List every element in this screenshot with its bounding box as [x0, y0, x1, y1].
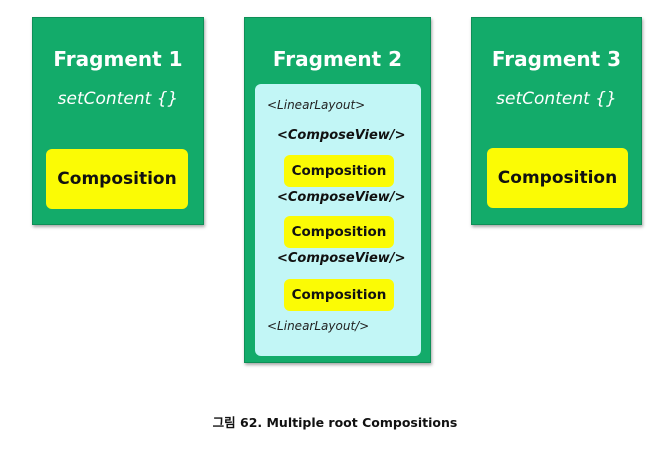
fragment-3-setcontent: setContent {} — [496, 89, 617, 109]
figure-caption: 그림 62. Multiple root Compositions — [212, 415, 458, 430]
fragment-1-box: Fragment 1 setContent {} Composition — [32, 17, 204, 225]
fragment-2-box: Fragment 2 <LinearLayout> <ComposeView/>… — [244, 17, 431, 363]
linear-layout-open-tag: <LinearLayout> — [267, 98, 366, 112]
fragment-1-setcontent: setContent {} — [57, 89, 179, 109]
fragment-3-title: Fragment 3 — [491, 47, 622, 71]
compose-view-1-composition: Composition — [284, 155, 394, 187]
linear-layout-close-tag: <LinearLayout/> — [267, 319, 370, 333]
fragment-3-box: Fragment 3 setContent {} Composition — [471, 17, 642, 225]
fragment-1-title: Fragment 1 — [53, 47, 183, 71]
compose-view-tag-3: <ComposeView/> — [277, 251, 406, 266]
compose-view-2-composition: Composition — [284, 216, 394, 248]
compose-view-tag-2: <ComposeView/> — [277, 190, 406, 205]
compose-view-3-composition: Composition — [284, 279, 394, 311]
fragment-1-composition: Composition — [46, 149, 188, 209]
fragment-2-title: Fragment 2 — [272, 47, 403, 71]
linear-layout-panel: <LinearLayout> <ComposeView/> Compositio… — [255, 84, 421, 356]
compose-view-tag-1: <ComposeView/> — [277, 128, 406, 143]
fragment-3-composition: Composition — [487, 148, 628, 208]
